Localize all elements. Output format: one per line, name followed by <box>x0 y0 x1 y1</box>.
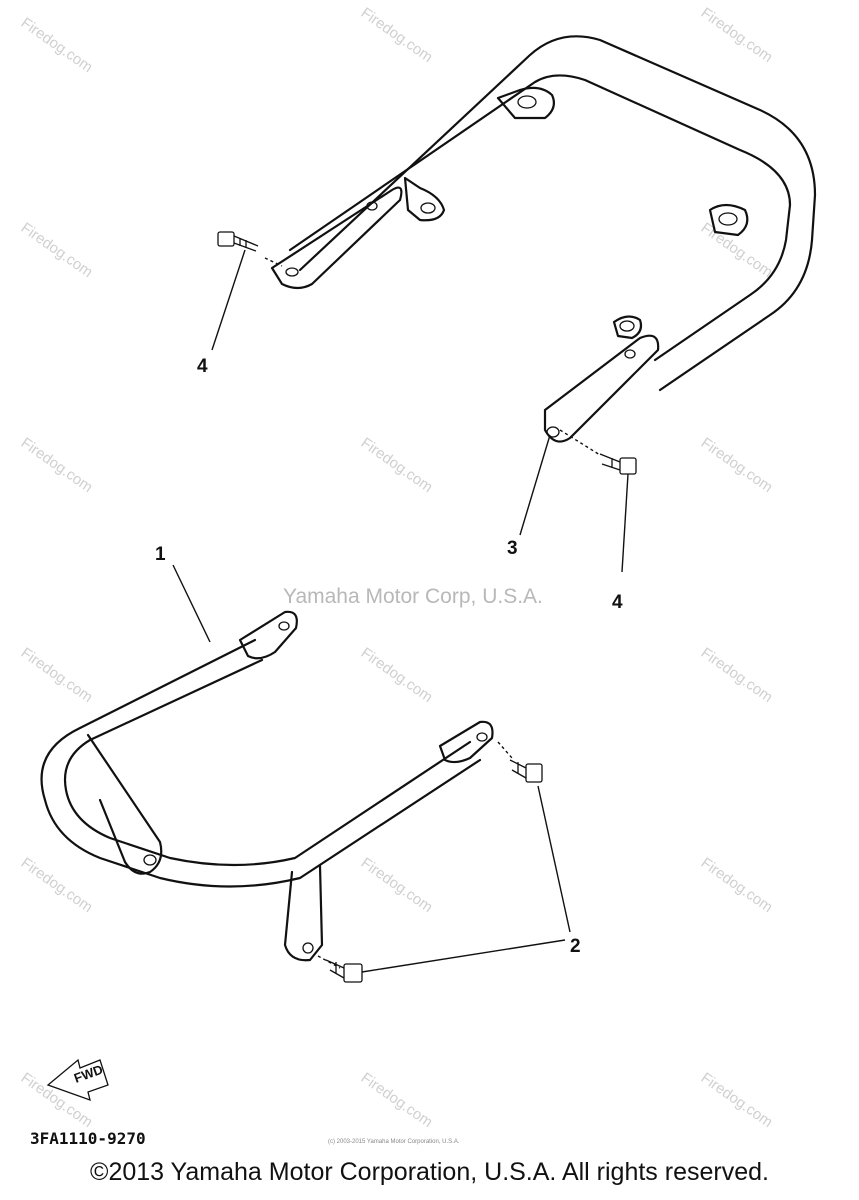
lower-grab-bar <box>40 610 494 962</box>
watermark-text: Firedog.com <box>18 854 96 916</box>
watermark-text: Firedog.com <box>18 434 96 496</box>
watermark-text: Firedog.com <box>18 14 96 76</box>
center-watermark: Yamaha Motor Corp, U.S.A. <box>283 585 543 608</box>
bolt-lower-right <box>509 759 543 783</box>
watermark-text: Firedog.com <box>698 434 776 496</box>
watermark-text: Firedog.com <box>698 219 776 281</box>
diagram-code: 3FA1110-9270 <box>30 1129 146 1148</box>
fwd-label: FWD <box>72 1062 105 1086</box>
watermark-text: Firedog.com <box>18 219 96 281</box>
copyright-notice: ©2013 Yamaha Motor Corporation, U.S.A. A… <box>90 1158 769 1186</box>
upper-grab-bar <box>270 35 817 443</box>
leader-lines <box>172 249 629 973</box>
callout-part-4-upper: 4 <box>197 356 208 377</box>
watermark-text: Firedog.com <box>698 644 776 706</box>
firedog-watermarks: Firedog.com Firedog.com Firedog.com Fire… <box>18 4 776 1131</box>
watermark-text: Firedog.com <box>18 644 96 706</box>
callout-part-1: 1 <box>155 544 166 565</box>
bolt-lower-left <box>325 959 363 983</box>
watermark-text: Firedog.com <box>698 854 776 916</box>
watermark-text: Firedog.com <box>358 4 436 66</box>
watermark-text: Firedog.com <box>358 434 436 496</box>
bolt-upper-left <box>217 231 259 252</box>
bolt-upper-right <box>599 453 637 475</box>
watermark-text: Firedog.com <box>358 854 436 916</box>
callout-part-2: 2 <box>570 936 581 957</box>
callout-part-4-lower: 4 <box>612 592 623 613</box>
watermark-text: Firedog.com <box>358 1069 436 1131</box>
watermark-text: Firedog.com <box>698 1069 776 1131</box>
watermark-text: Firedog.com <box>698 4 776 66</box>
fine-print: (c) 2003-2015 Yamaha Motor Corporation, … <box>328 1139 460 1145</box>
watermark-text: Firedog.com <box>358 644 436 706</box>
callout-part-3: 3 <box>507 538 518 559</box>
